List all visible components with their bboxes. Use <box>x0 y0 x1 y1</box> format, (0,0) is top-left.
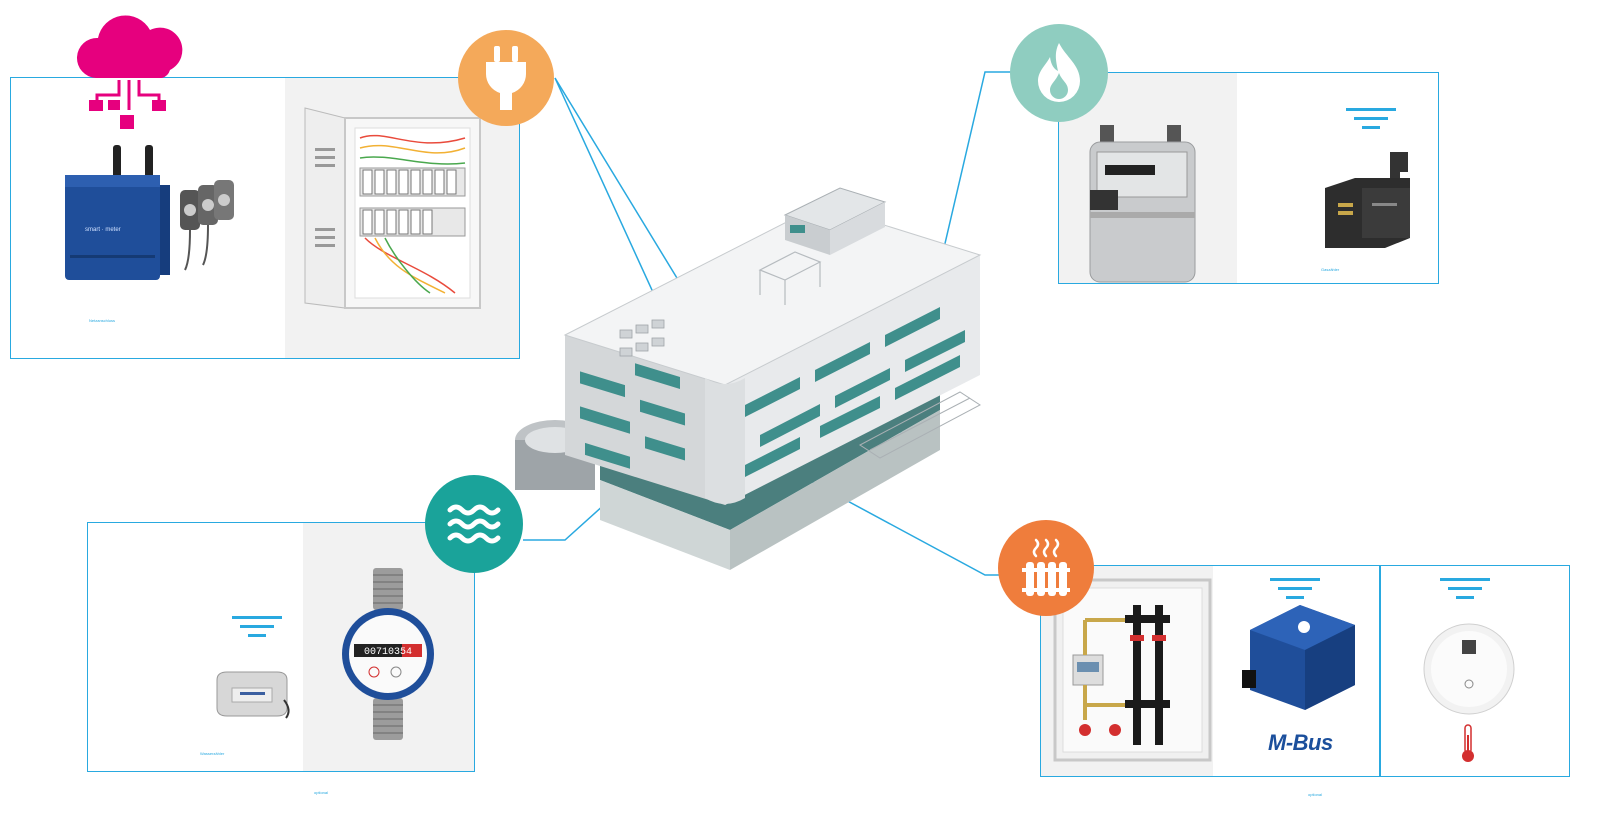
office-building-illustration <box>515 187 982 570</box>
water-optional-label: optional <box>314 790 329 795</box>
water-waves-icon <box>447 504 501 544</box>
flame-icon <box>1038 43 1080 102</box>
wireless-signal-icon <box>1440 578 1490 599</box>
heat-distribution-image <box>1053 578 1212 762</box>
heat-circle <box>998 520 1094 616</box>
water-caption: Wasserzähler <box>200 751 225 756</box>
cloud-network-icon <box>76 15 183 129</box>
water-circle <box>425 475 523 573</box>
gateway-device-image: smart · meter <box>65 145 234 280</box>
wireless-signal-icon <box>232 616 282 637</box>
heat-panel-divider <box>1379 566 1381 776</box>
distribution-board-image <box>304 107 481 309</box>
radiator-icon <box>1022 538 1070 596</box>
connector-water <box>523 494 616 541</box>
wireless-signal-icon <box>1270 578 1320 599</box>
electricity-caption: Netzanschluss <box>89 318 116 323</box>
gas-meter-image <box>1089 125 1196 283</box>
thermometer-icon <box>1462 724 1474 762</box>
mbus-converter-image <box>1242 605 1355 710</box>
gas-caption: Gaszähler <box>1321 267 1340 272</box>
svg-text:smart · meter: smart · meter <box>85 227 121 233</box>
heat-optional-label: optional <box>1308 792 1323 797</box>
wireless-signal-icon <box>1346 108 1396 129</box>
water-meter-digits: 00710354 <box>364 647 412 658</box>
gas-radio-module-image <box>1325 152 1410 248</box>
plug-icon <box>486 46 526 110</box>
water-radio-module-image <box>216 671 290 719</box>
gas-circle <box>1010 24 1108 122</box>
water-meter-image: 00710354 <box>342 568 434 740</box>
mbus-logo: M-Bus <box>1268 730 1333 755</box>
electricity-circle <box>458 30 554 126</box>
room-sensor-image <box>1423 623 1515 715</box>
